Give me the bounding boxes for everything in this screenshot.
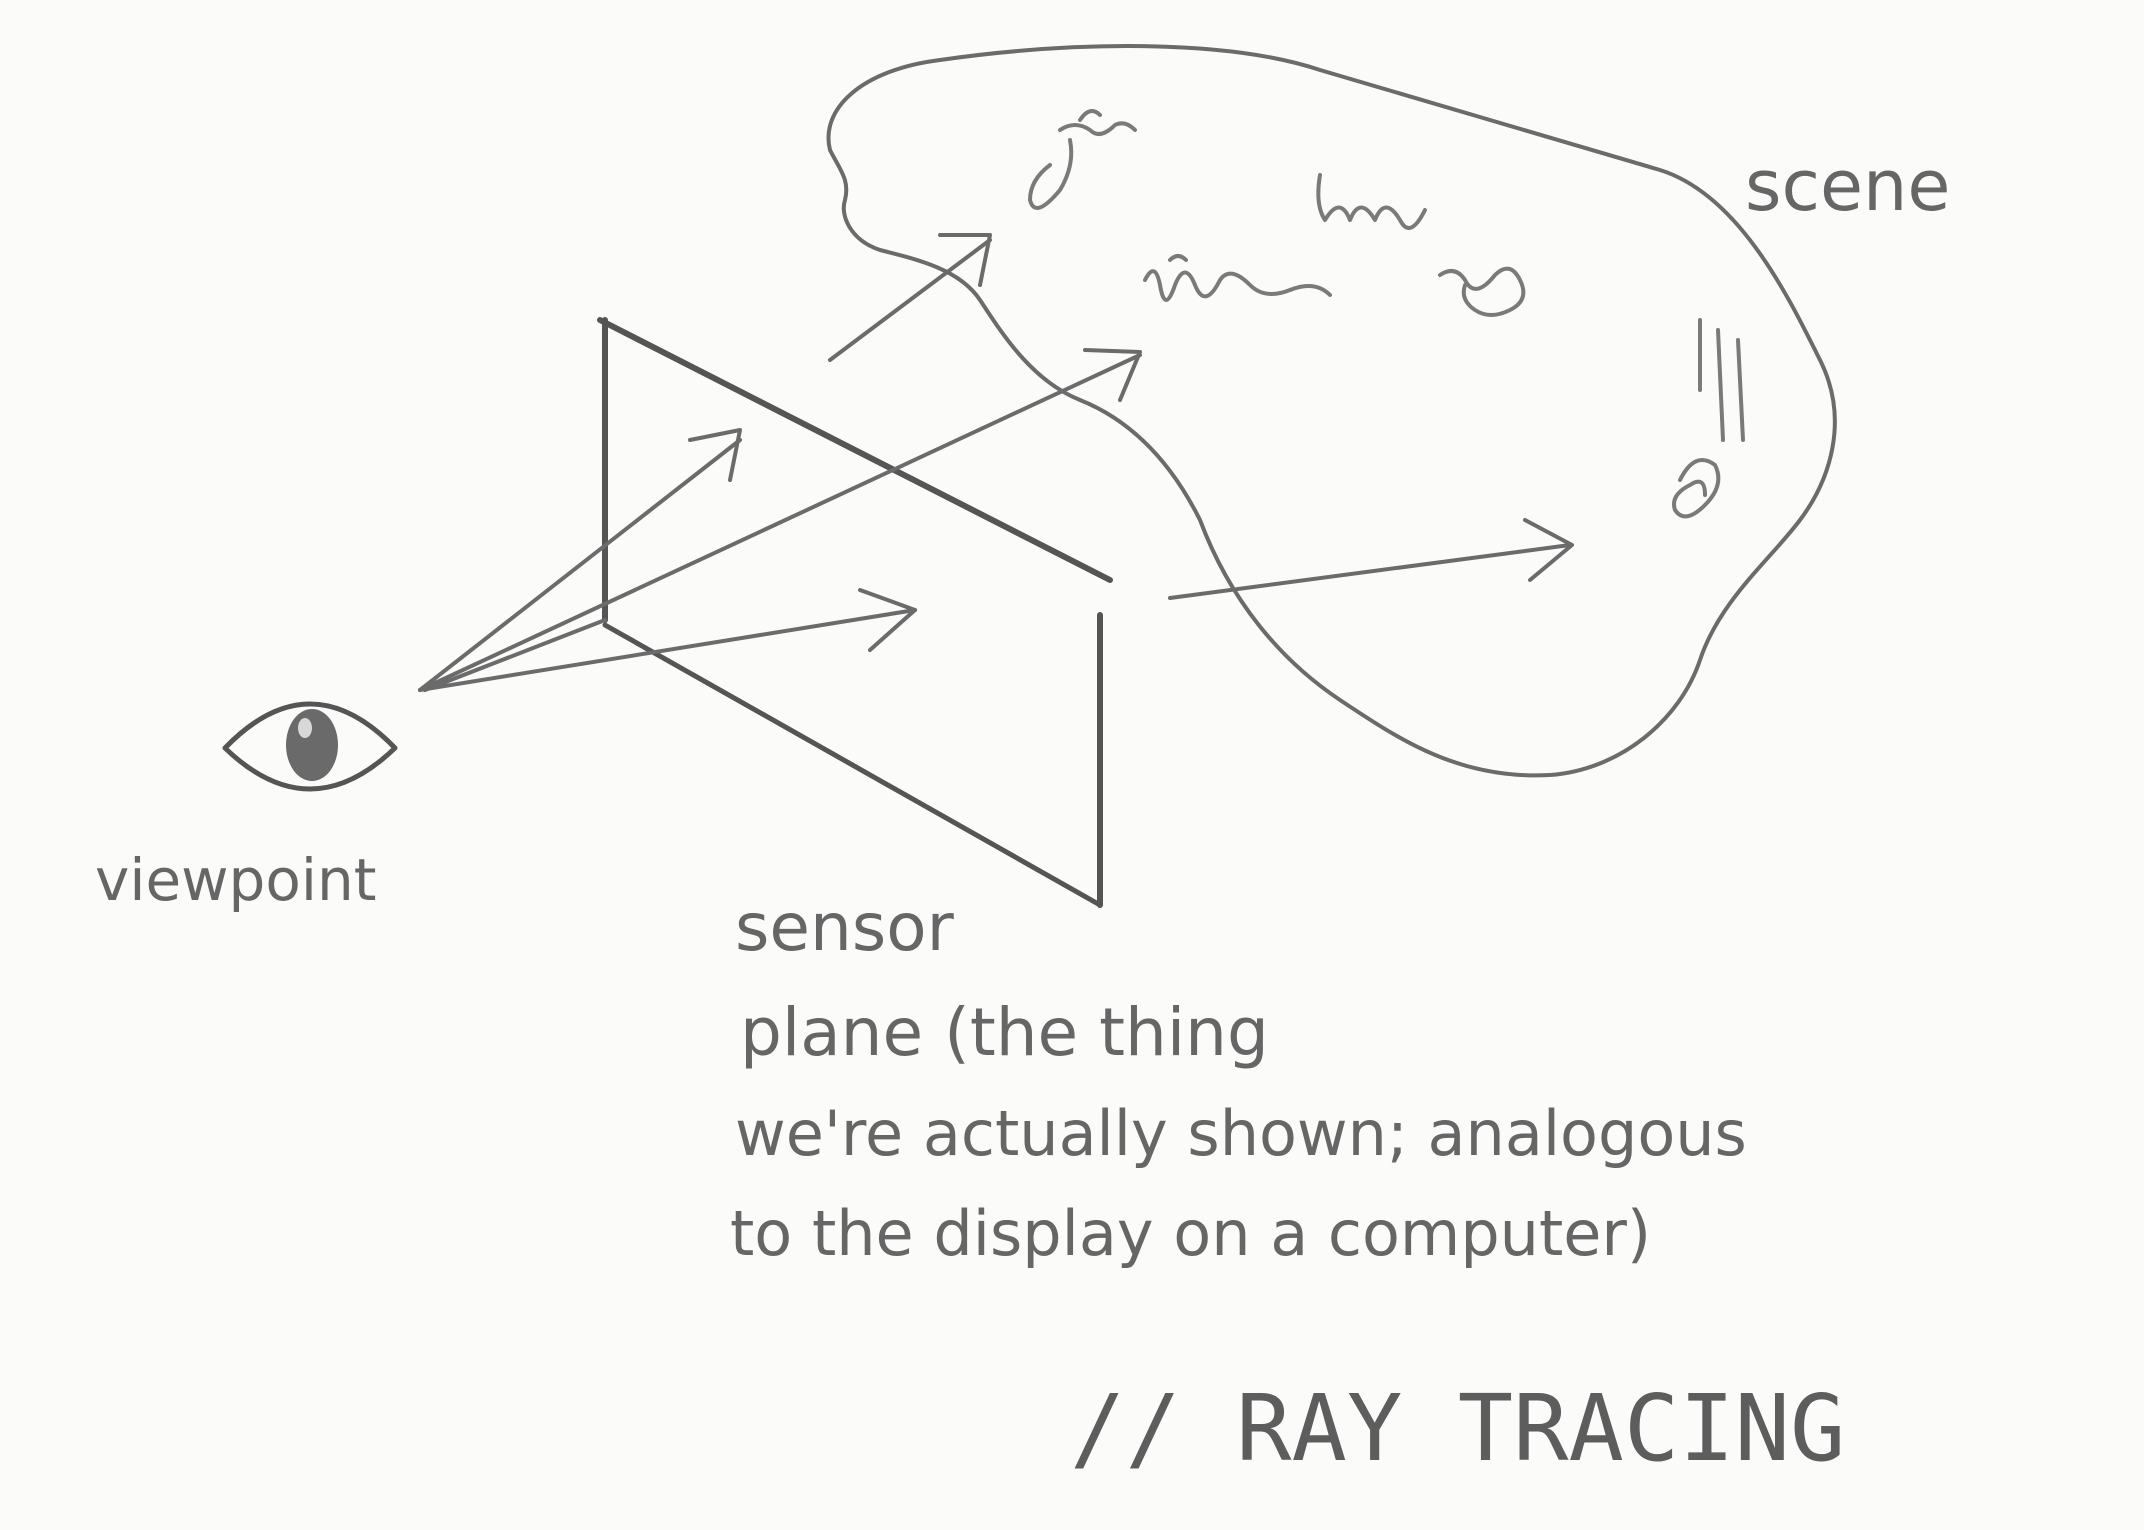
scene-label: scene — [1745, 145, 1950, 227]
ray-4-exit — [1168, 543, 1572, 600]
ray-1-exit — [828, 238, 992, 362]
sensor-line-4: to the display on a computer) — [730, 1197, 1651, 1270]
ray-1-exit-arrowhead — [938, 233, 992, 287]
scene-object-4 — [1438, 266, 1526, 317]
eye-icon — [222, 701, 398, 792]
scene-object-1 — [1028, 109, 1137, 210]
ray-1-arrowhead — [688, 428, 742, 482]
scene-object-3 — [1143, 254, 1332, 302]
sensor-line-3: we're actually shown; analogous — [735, 1097, 1747, 1170]
sensor-plane — [597, 317, 1113, 908]
ray-1 — [418, 438, 742, 692]
viewpoint-label: viewpoint — [95, 846, 376, 914]
ray-2-arrowhead — [1083, 348, 1142, 402]
ray-3 — [418, 608, 917, 692]
scene-object-6 — [1672, 458, 1721, 519]
ray-3-arrowhead — [858, 588, 917, 652]
ray-base — [423, 618, 607, 692]
sensor-line-2: plane (the thing — [740, 994, 1269, 1071]
scene-object-2 — [1316, 173, 1427, 230]
scene-object-5 — [1698, 318, 1745, 442]
scene-outline — [826, 44, 1837, 778]
rays — [418, 233, 1574, 692]
scene-objects — [1028, 109, 1745, 519]
sensor-line-1: sensor — [735, 889, 955, 966]
ray-4-exit-arrowhead — [1523, 518, 1574, 582]
ray-2 — [418, 353, 1142, 692]
diagram-title: // RAY TRACING — [1070, 1375, 1845, 1482]
